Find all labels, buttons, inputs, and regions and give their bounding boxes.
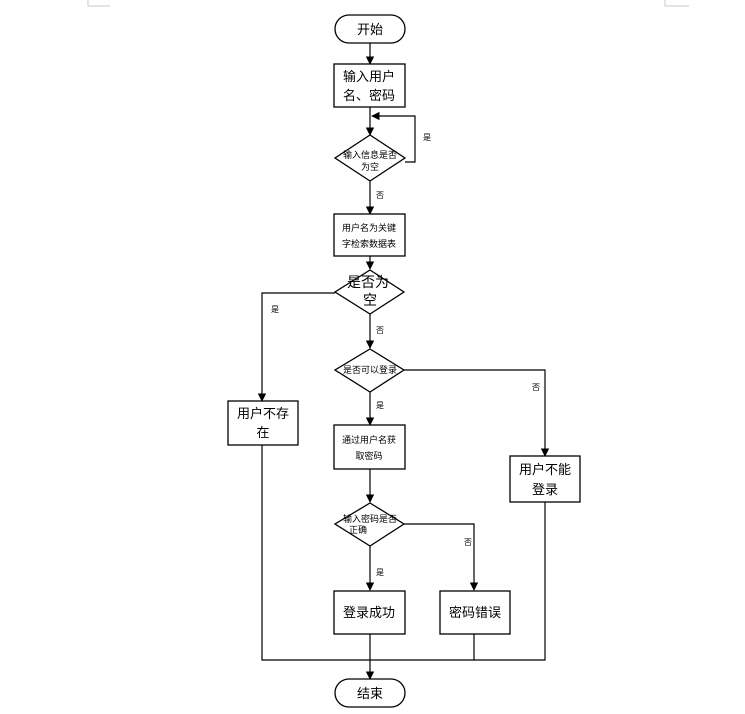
node-result-empty-line1: 是否为 [347, 275, 389, 291]
node-search: 用户名为关键 字检索数据表 [333, 213, 406, 257]
node-input-line2: 名、密码 [343, 88, 395, 104]
node-user-not-exist: 用户不存 在 [227, 400, 299, 446]
label-result-empty-no: 否 [376, 326, 384, 335]
label-check-empty-no: 否 [376, 191, 384, 200]
node-password-wrong-label: 密码错误 [449, 605, 501, 621]
node-input: 输入用户 名、密码 [333, 63, 406, 108]
node-can-login-label: 是否可以登录 [343, 365, 397, 376]
node-get-password-line2: 取密码 [355, 450, 382, 462]
node-input-line1: 输入用户 [343, 69, 395, 85]
edge-check-empty-yes-loop [371, 111, 416, 163]
node-cannot-login-line1: 用户不能 [519, 462, 571, 478]
node-cannot-login-line2: 登录 [532, 483, 558, 498]
node-get-password: 通过用户名获 取密码 [333, 424, 406, 470]
node-can-login: 是否可以登录 [333, 348, 406, 393]
node-password-wrong: 密码错误 [439, 590, 511, 635]
edge-result-empty-yes [257, 292, 335, 402]
node-start: 开始 [334, 14, 406, 44]
label-password-yes: 是 [376, 568, 384, 577]
label-check-empty-yes: 是 [423, 133, 431, 142]
node-login-success-label: 登录成功 [343, 606, 395, 621]
node-password-correct-line1: 输入密码是否 [343, 513, 397, 525]
node-cannot-login: 用户不能 登录 [509, 455, 581, 503]
edge-can-login-no [404, 369, 550, 457]
node-user-not-exist-line1: 用户不存 [237, 406, 289, 422]
node-result-empty-line2: 空 [363, 293, 377, 309]
node-check-empty: 输入信息是否 为空 [333, 134, 407, 182]
edge-labels: 是 否 是 否 是 否 是 否 [271, 133, 540, 577]
edge-user-not-exist-merge [261, 445, 546, 661]
node-search-line1: 用户名为关键 [342, 222, 396, 234]
node-result-empty: 是否为 空 [333, 269, 406, 315]
node-end: 结束 [334, 678, 406, 708]
label-result-empty-yes: 是 [271, 305, 279, 314]
node-password-correct: 输入密码是否 正确 [333, 502, 406, 547]
node-login-success: 登录成功 [333, 590, 406, 635]
node-end-label: 结束 [357, 687, 383, 702]
label-password-no: 否 [464, 538, 472, 547]
node-search-line2: 字检索数据表 [342, 238, 396, 250]
label-can-login-yes: 是 [376, 401, 384, 410]
page-corner-marks [87, 0, 689, 7]
edges [257, 43, 550, 680]
node-check-empty-line2: 为空 [361, 161, 379, 173]
edge-password-no [404, 523, 479, 591]
node-get-password-line1: 通过用户名获 [342, 434, 396, 446]
node-check-empty-line1: 输入信息是否 [343, 149, 397, 161]
node-password-correct-line2: 正确 [349, 524, 367, 536]
node-user-not-exist-line2: 在 [256, 426, 269, 441]
label-can-login-no: 否 [532, 383, 540, 392]
node-start-label: 开始 [357, 23, 383, 38]
